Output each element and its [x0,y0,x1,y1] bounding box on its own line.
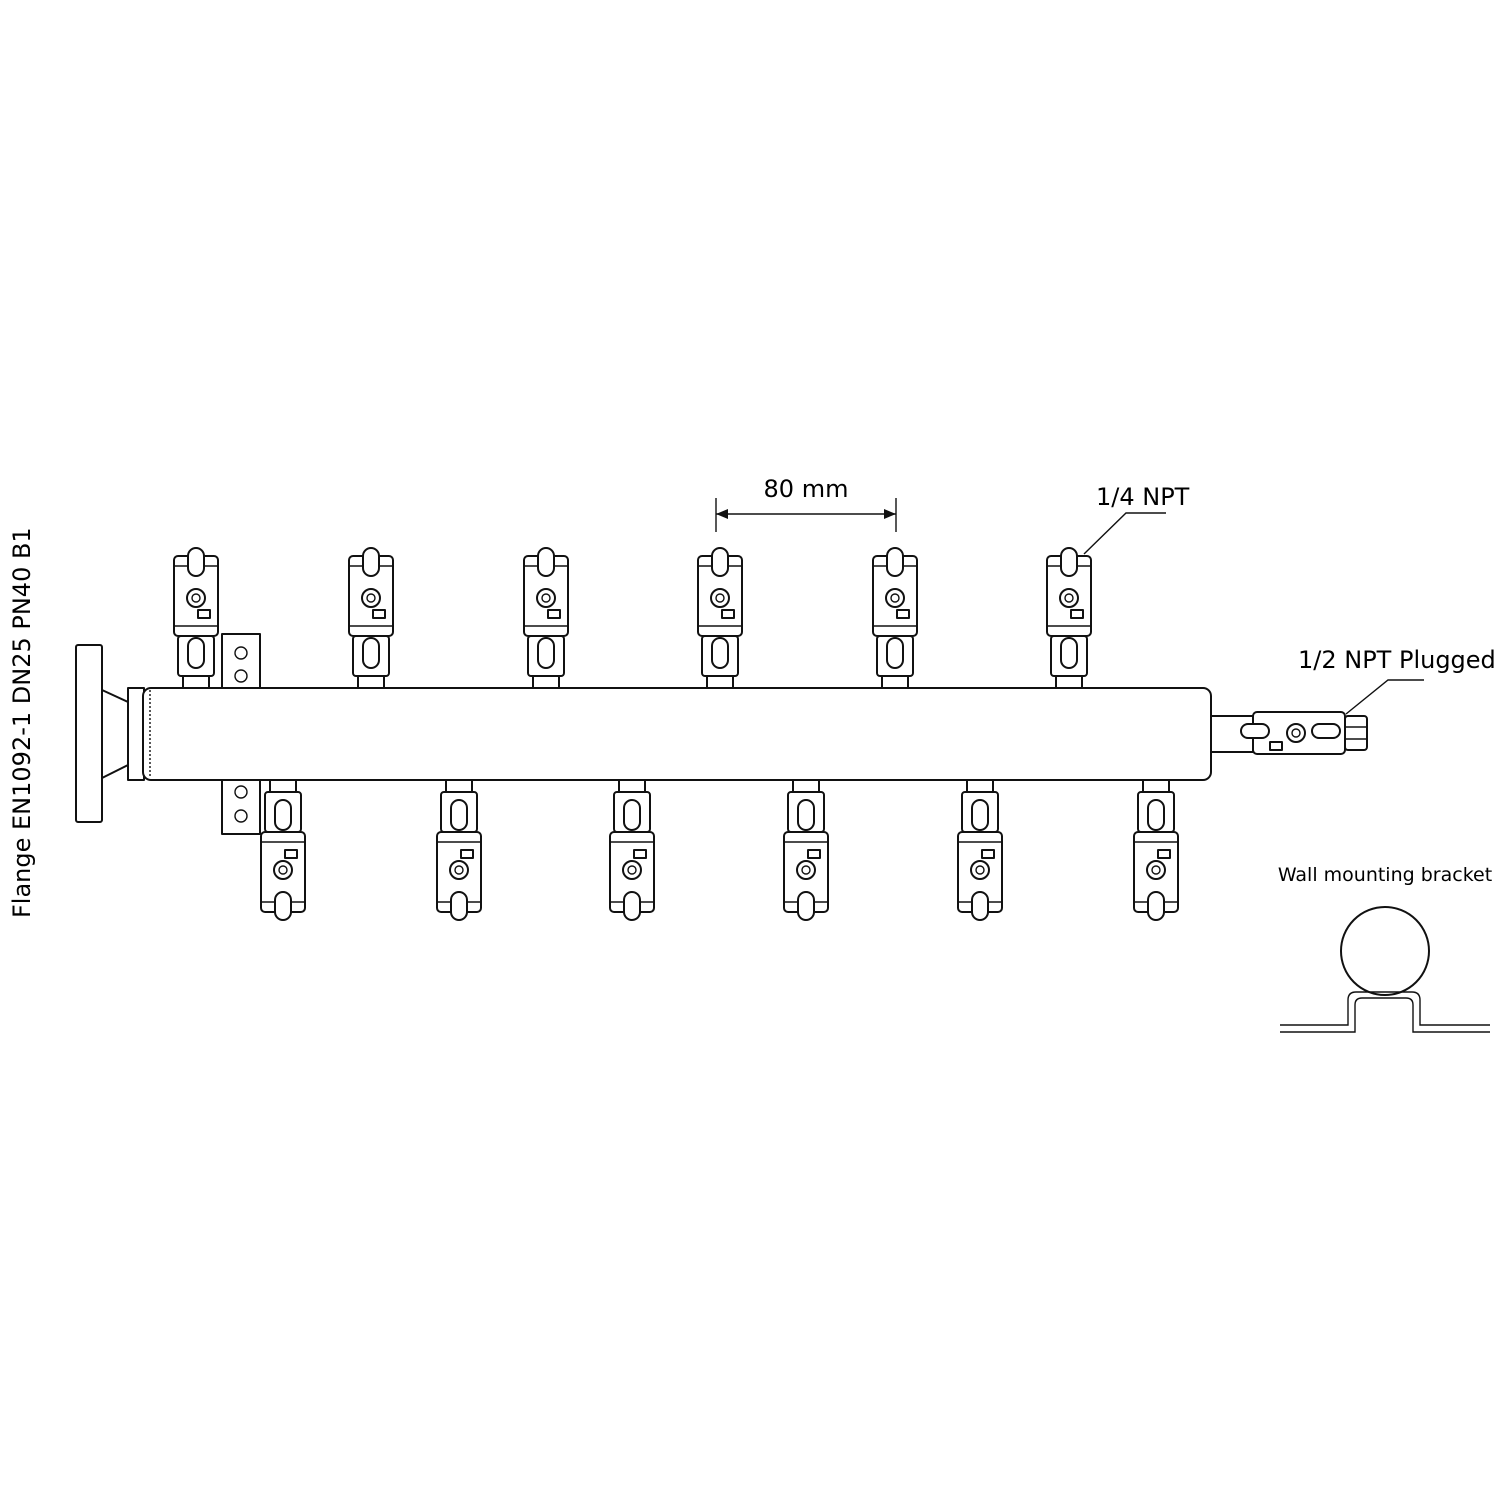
end-port-callout: 1/2 NPT Plugged [1298,646,1496,715]
needle-valve-icon [957,779,1003,921]
bracket-label: Wall mounting bracket [1278,864,1492,886]
needle-valve-icon [872,547,918,689]
end-port-label: 1/2 NPT Plugged [1298,646,1496,674]
needle-valve-icon [1133,779,1179,921]
pipe-bracket-bottom [221,779,261,835]
needle-valve-icon [173,547,219,689]
needle-valve-icon [348,547,394,689]
valves-top-row [173,547,1092,689]
plug-valve-icon [1210,711,1368,755]
manifold-pipe [142,687,1212,781]
needle-valve-icon [260,779,306,921]
flange-label: Flange EN1092-1 DN25 PN40 B1 [8,527,36,918]
spacing-label: 80 mm [764,475,849,503]
outlet-label: 1/4 NPT [1096,483,1190,511]
needle-valve-icon [436,779,482,921]
spacing-dimension: 80 mm [715,475,897,532]
needle-valve-icon [697,547,743,689]
needle-valve-icon [523,547,569,689]
valves-bottom-row [260,779,1179,921]
outlet-callout: 1/4 NPT [1083,483,1190,555]
flange-icon [75,644,145,823]
pipe-bracket-top [221,633,261,689]
needle-valve-icon [609,779,655,921]
needle-valve-icon [1046,547,1092,689]
needle-valve-icon [783,779,829,921]
wall-bracket-icon: Wall mounting bracket [1278,864,1492,1033]
